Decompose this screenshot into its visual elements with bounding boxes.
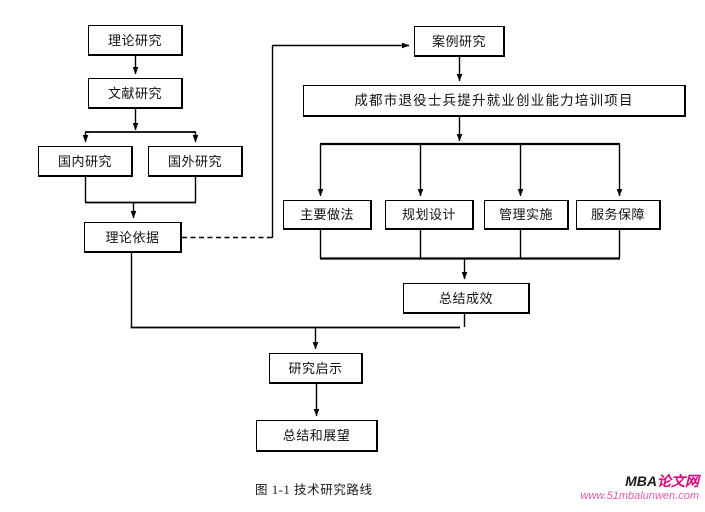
node-label: 总结和展望: [282, 428, 351, 443]
node-label: 总结成效: [438, 290, 493, 306]
node-label: 成都市退役士兵提升就业创业能力培训项目: [354, 92, 634, 108]
node-literature-research[interactable]: 文献研究: [88, 78, 183, 109]
node-research-insights[interactable]: 研究启示: [269, 353, 363, 384]
watermark-brand-suffix: 论文网: [657, 473, 699, 489]
watermark-url: www.51mbalunwen.com: [580, 490, 699, 503]
node-conclusion-outlook[interactable]: 总结和展望: [256, 420, 378, 452]
node-case-study[interactable]: 案例研究: [414, 26, 505, 57]
node-label: 国内研究: [57, 153, 112, 169]
node-label: 文献研究: [107, 85, 162, 101]
node-summary-results[interactable]: 总结成效: [403, 283, 530, 314]
node-label: 国外研究: [167, 153, 222, 169]
node-label: 规划设计: [401, 207, 456, 222]
node-management-implementation[interactable]: 管理实施: [484, 200, 569, 230]
node-domestic-research[interactable]: 国内研究: [38, 146, 133, 177]
node-main-practices[interactable]: 主要做法: [283, 200, 372, 230]
node-foreign-research[interactable]: 国外研究: [148, 146, 243, 177]
node-label: 管理实施: [498, 207, 553, 222]
node-theoretical-basis[interactable]: 理论依据: [84, 222, 182, 253]
watermark-brand-prefix: MBA: [625, 473, 657, 489]
node-label: 理论研究: [107, 32, 162, 48]
figure-caption: 图 1-1 技术研究路线: [255, 483, 373, 497]
node-planning-design[interactable]: 规划设计: [385, 200, 474, 230]
node-label: 理论依据: [105, 229, 160, 245]
node-label: 服务保障: [590, 207, 645, 222]
watermark-brand: MBA论文网: [580, 473, 699, 489]
node-theory-research[interactable]: 理论研究: [88, 25, 183, 56]
node-label: 主要做法: [299, 207, 354, 222]
node-project[interactable]: 成都市退役士兵提升就业创业能力培训项目: [303, 85, 686, 117]
watermark: MBA论文网 www.51mbalunwen.com: [580, 473, 699, 503]
node-label: 研究启示: [288, 360, 343, 376]
node-label: 案例研究: [431, 33, 486, 49]
node-service-guarantee[interactable]: 服务保障: [576, 200, 661, 230]
